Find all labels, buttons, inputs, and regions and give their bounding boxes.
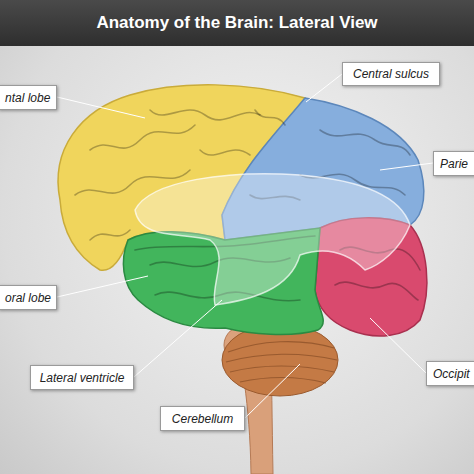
label-box: Lateral ventricle [30, 365, 134, 390]
part-label: Occipit [427, 367, 474, 381]
label-box: Central sulcus [342, 62, 440, 86]
label-box: Occipit [426, 361, 474, 386]
label-box: Cerebellum [160, 406, 245, 431]
part-label: Cerebellum [166, 412, 239, 426]
part-label: oral lobe [0, 291, 57, 305]
cerebellum-folia [226, 342, 337, 383]
diagram-title: Anatomy of the Brain: Lateral View [96, 13, 377, 33]
part-label: Lateral ventricle [34, 371, 131, 385]
title-band: Anatomy of the Brain: Lateral View [0, 0, 474, 46]
ventricle-overlay [135, 174, 410, 305]
label-box: ntal lobe [0, 85, 57, 110]
part-label: Central sulcus [347, 67, 435, 81]
label-box: Parie [433, 151, 474, 176]
part-label: ntal lobe [0, 91, 56, 105]
part-label: Parie [434, 157, 474, 171]
label-box: oral lobe [0, 285, 57, 310]
